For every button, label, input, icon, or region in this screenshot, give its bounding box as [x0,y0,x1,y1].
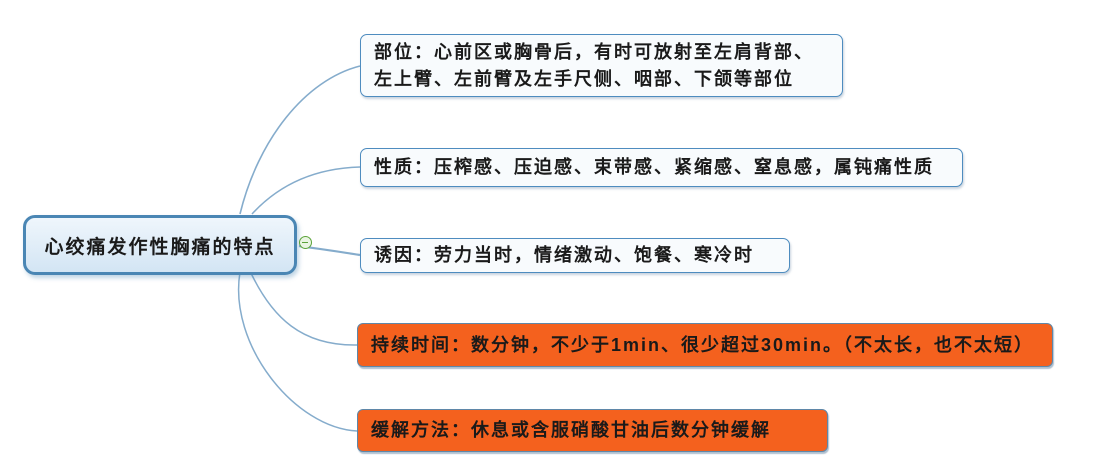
topic-duration[interactable]: 持续时间：数分钟，不少于1min、很少超过30min。（不太长，也不太短） [357,323,1053,367]
connector-location [239,65,361,215]
connector-quality [251,166,361,215]
connector-relief [237,271,358,432]
topic-location[interactable]: 部位：心前区或胸骨后，有时可放射至左肩背部、 左上臂、左前臂及左手尺侧、咽部、下… [360,34,843,97]
root-topic[interactable]: 心绞痛发作性胸痛的特点 [23,215,297,275]
topic-relief[interactable]: 缓解方法：休息或含服硝酸甘油后数分钟缓解 [357,409,828,452]
connector-duration [249,270,358,346]
collapse-minus-icon[interactable] [299,236,312,249]
topic-quality[interactable]: 性质：压榨感、压迫感、束带感、紧缩感、窒息感，属钝痛性质 [360,148,963,187]
topic-trigger[interactable]: 诱因：劳力当时，情绪激动、饱餐、寒冷时 [360,238,790,273]
